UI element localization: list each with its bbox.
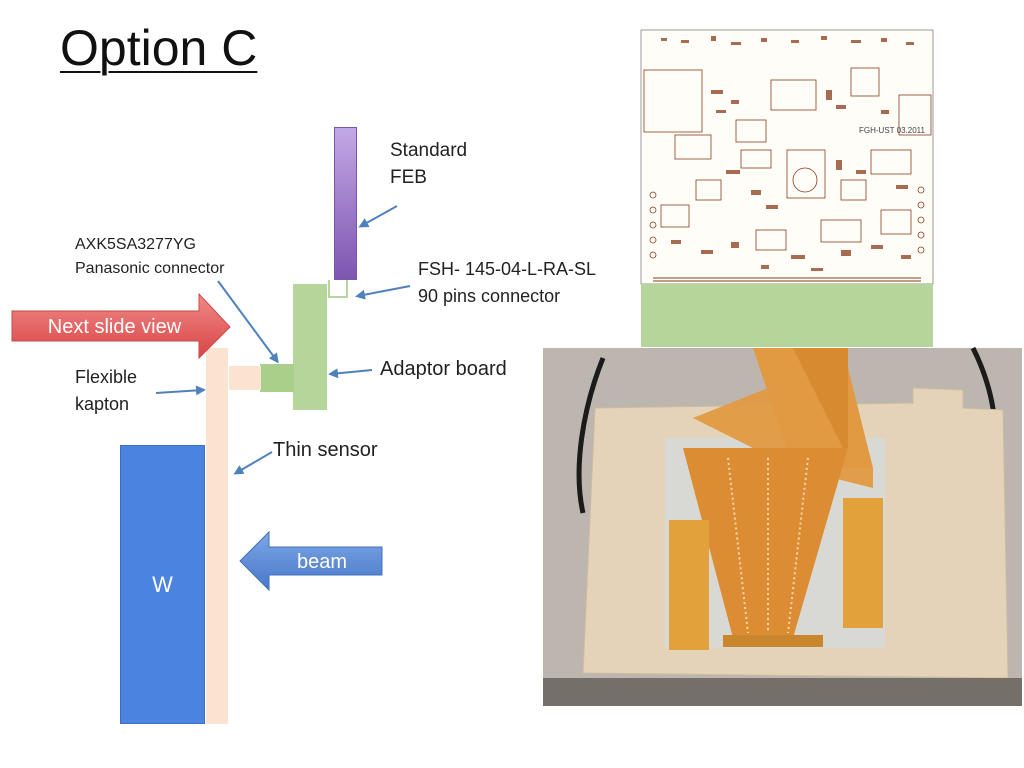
- flexible-kapton-label-line1: Flexible: [75, 367, 138, 387]
- beam-label: beam: [296, 551, 348, 573]
- fsh-connector-label: FSH- 145-04-L-RA-SL 90 pins connector: [418, 256, 596, 310]
- slide-title: Option C: [60, 20, 258, 76]
- thin-sensor-label: Thin sensor: [273, 439, 378, 461]
- axk-pointer-arrow: [217, 280, 279, 364]
- axk-connector-label-line1: AXK5SA3277YG: [75, 236, 196, 253]
- pcb-board-text: FGH-UST 03.2011: [859, 126, 926, 135]
- standard-feb-label-line2: FEB: [390, 167, 427, 188]
- kapton-pointer-arrow: [155, 385, 206, 396]
- adaptor-board: [293, 284, 327, 410]
- next-slide-view-label: Next slide view: [47, 316, 182, 338]
- fsh-pointer-arrow: [355, 285, 411, 300]
- axk-connector-label-line2: Panasonic connector: [75, 260, 225, 277]
- adaptor-board-label: Adaptor board: [380, 358, 507, 380]
- pcb-layout-image: FGH-UST 03.2011: [640, 29, 934, 347]
- sensor-pointer-arrow: [233, 451, 273, 475]
- flexible-kapton-vertical: [206, 348, 228, 724]
- flexible-kapton-label-line2: kapton: [75, 394, 130, 414]
- kapton-fanout-photo: [543, 346, 1022, 706]
- adaptor-pointer-arrow: [328, 368, 373, 379]
- fsh-connector-label-line2: 90 pins connector: [418, 286, 561, 306]
- standard-feb-label-line1: Standard: [390, 140, 468, 161]
- beam-arrow: [239, 530, 383, 592]
- pcb-edge-green: [641, 284, 933, 347]
- panasonic-connector: [260, 364, 294, 392]
- w-block-label: W: [152, 572, 173, 597]
- feb-pointer-arrow: [358, 205, 398, 228]
- next-slide-view-arrow[interactable]: [11, 292, 232, 360]
- standard-feb-board: [334, 127, 357, 280]
- axk-connector-label: AXK5SA3277YG Panasonic connector: [75, 233, 224, 281]
- flexible-kapton-label: Flexible kapton: [75, 364, 137, 418]
- fsh-connector-label-line1: FSH- 145-04-L-RA-SL: [418, 259, 597, 279]
- flexible-kapton-horizontal: [229, 366, 261, 390]
- w-block: [120, 445, 205, 724]
- fsh-connector: [328, 280, 348, 298]
- standard-feb-label: Standard FEB: [390, 137, 467, 191]
